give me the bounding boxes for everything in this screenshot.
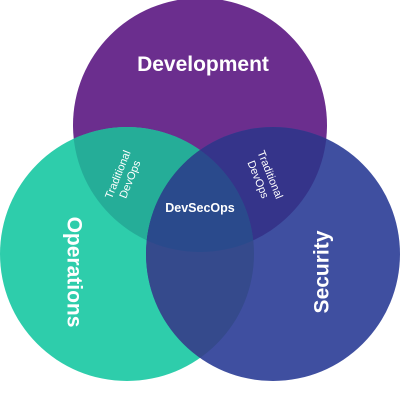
devsecops-overlap: [146, 127, 254, 252]
devsecops-label: DevSecOps: [165, 201, 235, 215]
operations-label: Operations: [63, 217, 86, 328]
development-label: Development: [137, 53, 269, 76]
security-label: Security: [311, 230, 334, 313]
